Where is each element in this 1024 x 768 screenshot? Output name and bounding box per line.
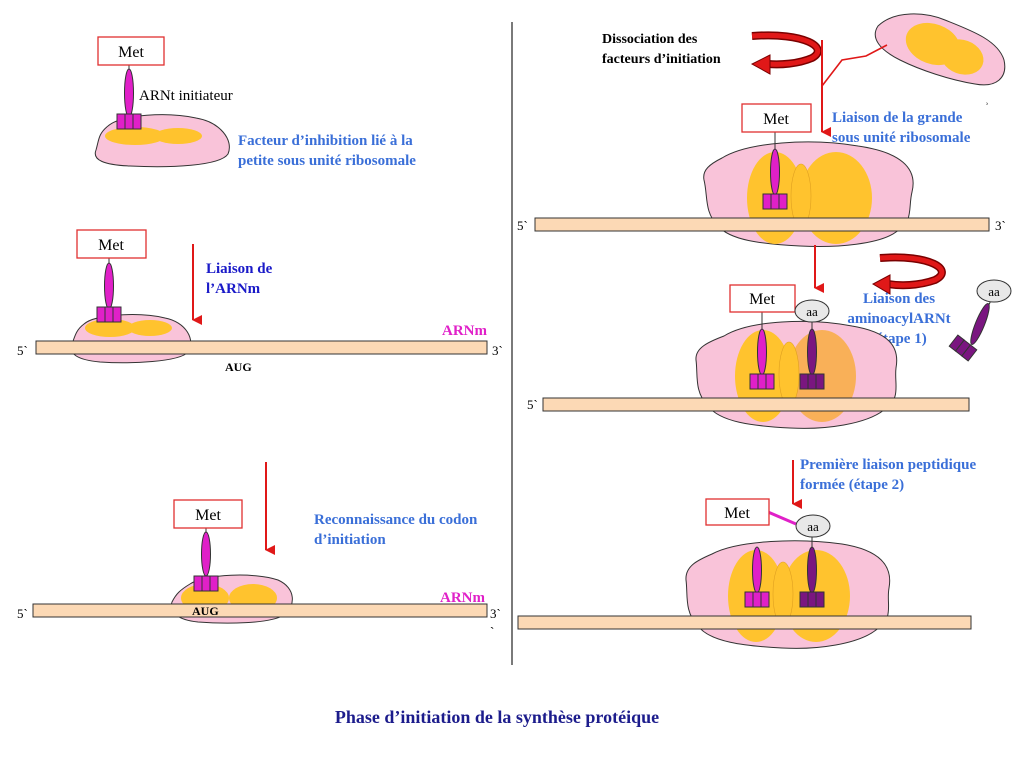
initiation-factor: [105, 127, 165, 145]
met-box: [741, 103, 812, 133]
anticodon: [799, 373, 825, 390]
mrna-strand: [517, 615, 972, 630]
arnt-initiateur-label: ARNt initiateur: [139, 88, 233, 104]
trna-initiator: [770, 148, 780, 196]
grande-sous-unite-label: sous unité ribosomale: [832, 130, 971, 146]
mrna-strand: [35, 340, 488, 355]
five-prime-label: 5`: [517, 218, 528, 233]
subunit-lobe: [940, 39, 984, 75]
anticodon: [116, 113, 142, 130]
facteur-inhibition-label: Facteur d’inhibition lié à la: [238, 133, 413, 149]
trna-initiator: [104, 262, 114, 310]
peptidique-label: formée (étape 2): [800, 477, 904, 493]
met-label: Met: [763, 111, 789, 128]
dissociation-arrow: [751, 32, 821, 67]
panel-peptide-bond: Première liaison peptidique formée (étap…: [517, 457, 976, 649]
met-label: Met: [118, 44, 144, 61]
aminoacyl-trna: [807, 328, 817, 376]
small-subunit: [70, 314, 192, 364]
mrna-strand: [534, 217, 990, 232]
three-prime-label: 3`: [995, 218, 1006, 233]
anticodon: [744, 591, 770, 608]
page-title: Phase d’initiation de la synthèse protéi…: [335, 707, 659, 727]
met-box: [76, 229, 147, 259]
anticodon: [96, 306, 122, 323]
facteur-inhibition-label: petite sous unité ribosomale: [238, 153, 416, 169]
reconnaissance-label: d’initiation: [314, 532, 386, 548]
subunit-lobe: [778, 341, 800, 407]
met-label: Met: [724, 505, 750, 522]
trna-initiator: [201, 531, 211, 577]
aa-label: aa: [806, 304, 818, 319]
large-subunit-trail: [821, 44, 888, 87]
met-box: [729, 284, 796, 313]
aminoacyl-arrow: [879, 254, 945, 288]
grande-sous-unite-label: Liaison de la grande: [832, 110, 963, 126]
reconnaissance-label: Reconnaissance du codon: [314, 512, 478, 528]
aa-label: aa: [988, 284, 1000, 299]
liaison-arnm-label: l’ARNm: [206, 281, 261, 297]
five-prime-label: 5`: [527, 397, 538, 412]
anticodon: [193, 575, 219, 592]
aa-bubble: [794, 299, 830, 323]
arnm-label: ARNm: [440, 590, 485, 606]
trna-initiator: [757, 328, 767, 376]
tick-mark: `: [490, 624, 494, 639]
panel-large-subunit-binding: Liaison de la grande sous unité ribosoma…: [517, 40, 1006, 247]
five-prime-label: 5`: [17, 343, 28, 358]
peptidique-label: Première liaison peptidique: [800, 457, 976, 473]
dissociation-label: Dissociation des: [602, 32, 698, 47]
met-box: [705, 498, 770, 526]
met-label: Met: [98, 237, 124, 254]
trna-initiator: [124, 68, 134, 118]
mrna-strand: [32, 603, 488, 618]
met-label: Met: [195, 507, 221, 524]
anticodon: [799, 591, 825, 608]
five-prime-label: 5`: [17, 606, 28, 621]
mrna-strand: [542, 397, 970, 412]
aa-bubble: [976, 279, 1012, 303]
arnm-label: ARNm: [442, 323, 487, 339]
panel-mrna-binding: Met Liaison de l’ARNm ARNm 5` 3` AUG: [17, 229, 503, 374]
initiation-factor: [128, 320, 172, 336]
aminoacyl-arrowhead: [871, 274, 891, 295]
met-box: [97, 36, 165, 66]
panel-codon-recognition: Met Reconnaissance du codon d’initiation…: [17, 462, 501, 639]
initiation-factor: [154, 128, 202, 144]
met-box: [173, 499, 243, 529]
initiation-factor: [85, 319, 135, 337]
large-subunit-incoming: ʾ: [821, 13, 1006, 114]
aminoacyl-label: aminoacylARNt: [847, 311, 950, 327]
aug-label: AUG: [225, 360, 252, 374]
dissociation-arrowhead: [750, 54, 771, 75]
peptide-bond: [767, 510, 797, 526]
dissociation-label: facteurs d’initiation: [602, 52, 721, 67]
incoming-aminoacyl-trna: aa: [948, 279, 1012, 362]
met-label: Met: [749, 291, 775, 308]
panel-aminoacyl-binding: Liaison des aminoacylARNt (étape 1) Met …: [527, 245, 1012, 429]
anticodon: [762, 193, 788, 210]
aminoacyl-label: Liaison des: [863, 291, 935, 307]
aa-bubble: [795, 514, 831, 538]
anticodon: [749, 373, 775, 390]
peptidyl-trna: [807, 546, 817, 594]
liaison-arnm-label: Liaison de: [206, 261, 273, 277]
aa-label: aa: [807, 519, 819, 534]
three-prime-label: 3`: [490, 606, 501, 621]
trna-initiator: [752, 546, 762, 594]
panel-small-subunit: Met ARNt initiateur Facteur d’inhibition…: [94, 36, 416, 169]
aug-label: AUG: [192, 604, 219, 618]
three-prime-label: 3`: [492, 343, 503, 358]
hook-mark: ʾ: [985, 100, 989, 114]
